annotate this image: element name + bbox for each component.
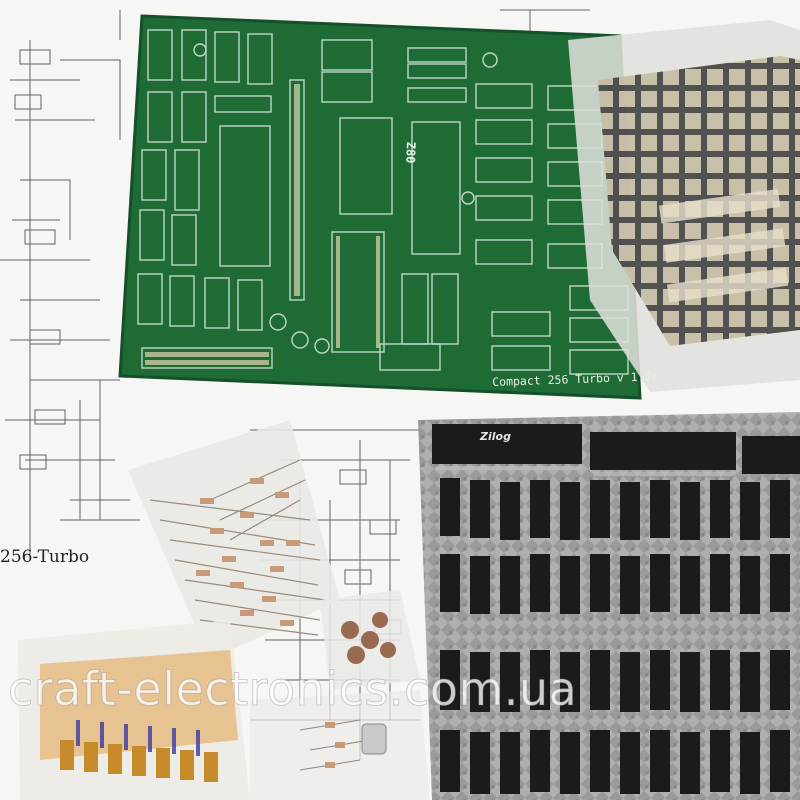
bag-of-sockets [568, 20, 800, 392]
cpu-chip-brand: Zilog [480, 430, 511, 443]
bag-of-ceramic-capacitors [320, 590, 420, 690]
ic-foil-tray [418, 412, 800, 800]
schematic-caption: 256-Turbo [0, 547, 90, 567]
bag-of-capacitor-strip [18, 620, 250, 800]
pcb-board [118, 14, 642, 400]
watermark: craft-electronics.com.ua [7, 662, 578, 717]
bag-of-resistors [128, 420, 340, 660]
bag-of-diodes [250, 690, 430, 800]
cpu-socket-marking: Z80 [403, 141, 418, 164]
